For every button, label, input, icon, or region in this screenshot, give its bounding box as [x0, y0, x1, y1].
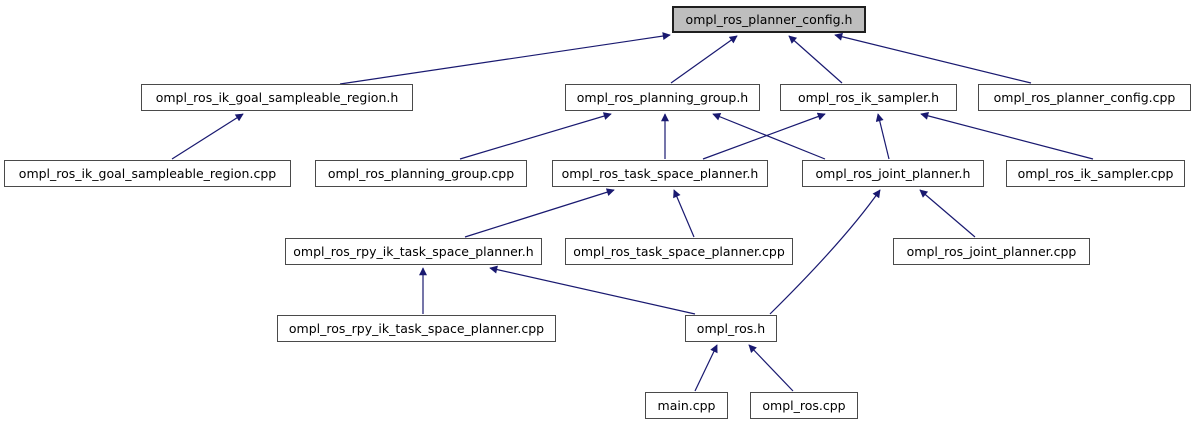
graph-node-label: ompl_ros_planning_group.cpp	[327, 166, 515, 181]
graph-node-ompl_ros_rpy_ik_task_space_planner_h[interactable]: ompl_ros_rpy_ik_task_space_planner.h	[285, 238, 542, 265]
graph-node-label: ompl_ros_task_space_planner.h	[561, 166, 759, 181]
graph-node-ompl_ros_ik_sampler_cpp[interactable]: ompl_ros_ik_sampler.cpp	[1006, 160, 1185, 187]
graph-node-ompl_ros_ik_goal_sampleable_region_h[interactable]: ompl_ros_ik_goal_sampleable_region.h	[141, 84, 413, 111]
graph-node-label: ompl_ros_joint_planner.h	[815, 166, 971, 181]
edge-ompl_ros_ik_goal_sampleable_region_cpp-to-ompl_ros_ik_goal_sampleable_region_h	[171, 113, 244, 160]
edge-ompl_ros_rpy_ik_task_space_planner_h-to-ompl_ros_task_space_planner_h	[464, 188, 615, 238]
edge-ompl_ros_task_space_planner_h-to-ompl_ros_ik_sampler_h	[702, 112, 826, 160]
edge-ompl_ros_ik_sampler_cpp-to-ompl_ros_ik_sampler_h	[920, 111, 1094, 160]
graph-node-label: ompl_ros.h	[696, 321, 766, 336]
edge-ompl_ros_joint_planner_h-to-ompl_ros_planning_group_h	[712, 112, 826, 160]
graph-node-ompl_ros_planner_config_cpp[interactable]: ompl_ros_planner_config.cpp	[978, 84, 1191, 111]
edge-ompl_ros_h-to-ompl_ros_rpy_ik_task_space_planner_h	[489, 265, 696, 315]
graph-node-ompl_ros_rpy_ik_task_space_planner_cpp[interactable]: ompl_ros_rpy_ik_task_space_planner.cpp	[277, 315, 556, 342]
graph-node-ompl_ros_task_space_planner_h[interactable]: ompl_ros_task_space_planner.h	[552, 160, 768, 187]
graph-node-label: ompl_ros_rpy_ik_task_space_planner.h	[293, 244, 534, 259]
graph-node-ompl_ros_h[interactable]: ompl_ros.h	[685, 315, 777, 342]
graph-node-main_cpp[interactable]: main.cpp	[645, 392, 728, 419]
graph-node-ompl_ros_planning_group_h[interactable]: ompl_ros_planning_group.h	[565, 84, 760, 111]
graph-node-label: ompl_ros_ik_goal_sampleable_region.cpp	[18, 166, 277, 181]
edge-ompl_ros_joint_planner_h-to-ompl_ros_ik_sampler_h	[875, 113, 890, 160]
edge-main_cpp-to-ompl_ros_h	[694, 344, 718, 392]
graph-node-label: ompl_ros_ik_sampler.h	[797, 90, 940, 105]
graph-node-label: ompl_ros_planning_group.h	[576, 90, 749, 105]
graph-node-ompl_ros_joint_planner_cpp[interactable]: ompl_ros_joint_planner.cpp	[893, 238, 1090, 265]
edge-ompl_ros_planning_group_cpp-to-ompl_ros_planning_group_h	[459, 112, 612, 160]
graph-node-ompl_ros_ik_sampler_h[interactable]: ompl_ros_ik_sampler.h	[780, 84, 957, 111]
edge-ompl_ros_joint_planner_cpp-to-ompl_ros_joint_planner_h	[919, 189, 976, 238]
edge-ompl_ros_planner_config_cpp-to-ompl_ros_planner_config_h	[834, 32, 1032, 84]
edge-ompl_ros_h-to-ompl_ros_joint_planner_h	[769, 189, 881, 315]
graph-node-label: ompl_ros_ik_sampler.cpp	[1017, 166, 1174, 181]
graph-node-label: main.cpp	[657, 398, 716, 413]
graph-node-ompl_ros_ik_goal_sampleable_region_cpp[interactable]: ompl_ros_ik_goal_sampleable_region.cpp	[4, 160, 291, 187]
graph-node-label: ompl_ros_rpy_ik_task_space_planner.cpp	[288, 321, 545, 336]
graph-node-label: ompl_ros_task_space_planner.cpp	[573, 244, 785, 259]
edge-ompl_ros_ik_sampler_h-to-ompl_ros_planner_config_h	[788, 35, 843, 84]
graph-node-ompl_ros_planner_config_h: ompl_ros_planner_config.h	[672, 6, 866, 33]
graph-node-ompl_ros_cpp[interactable]: ompl_ros.cpp	[750, 392, 858, 419]
edge-ompl_ros_cpp-to-ompl_ros_h	[748, 344, 794, 392]
graph-node-ompl_ros_task_space_planner_cpp[interactable]: ompl_ros_task_space_planner.cpp	[565, 238, 793, 265]
graph-node-ompl_ros_planning_group_cpp[interactable]: ompl_ros_planning_group.cpp	[315, 160, 527, 187]
graph-node-label: ompl_ros_ik_goal_sampleable_region.h	[155, 90, 399, 105]
edge-ompl_ros_planning_group_h-to-ompl_ros_planner_config_h	[670, 35, 738, 84]
edge-ompl_ros_task_space_planner_cpp-to-ompl_ros_task_space_planner_h	[673, 189, 695, 238]
edge-ompl_ros_ik_goal_sampleable_region_h-to-ompl_ros_planner_config_h	[339, 32, 671, 85]
graph-node-label: ompl_ros_joint_planner.cpp	[906, 244, 1077, 259]
graph-node-label: ompl_ros_planner_config.cpp	[993, 90, 1176, 105]
graph-node-label: ompl_ros.cpp	[762, 398, 846, 413]
graph-node-label: ompl_ros_planner_config.h	[685, 12, 853, 27]
graph-node-ompl_ros_joint_planner_h[interactable]: ompl_ros_joint_planner.h	[802, 160, 984, 187]
